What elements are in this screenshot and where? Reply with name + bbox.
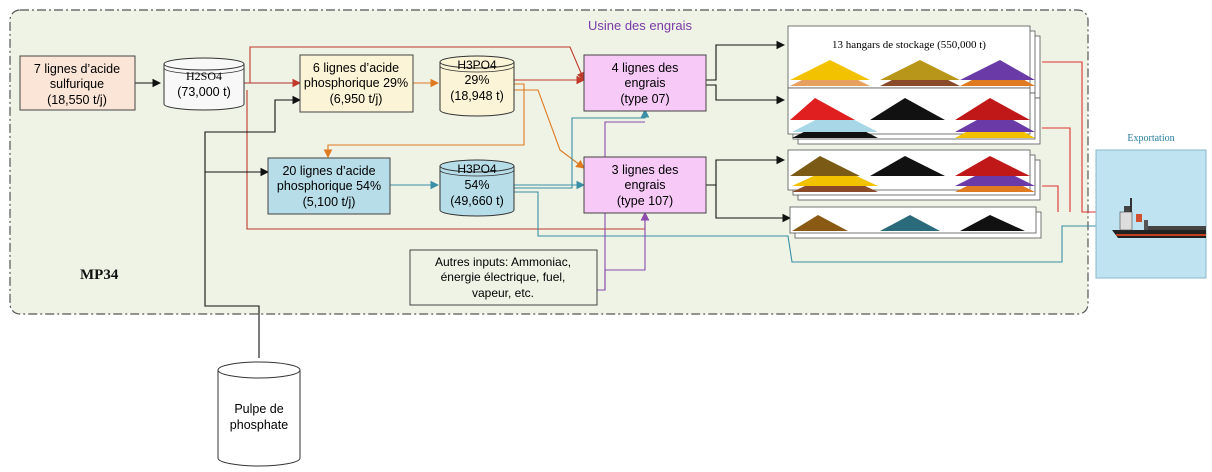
storage-group-3 bbox=[787, 149, 1041, 201]
sulfuric-line2: sulfurique bbox=[50, 77, 104, 91]
h3po4-29-name: H3PO4 bbox=[457, 58, 497, 72]
fert107-box: 3 lignes des engrais (type 107) bbox=[583, 156, 707, 214]
hangar-pile bbox=[790, 60, 870, 80]
h3po4-54-pct: 54% bbox=[464, 178, 489, 192]
fert107-line3: (type 107) bbox=[617, 194, 673, 208]
hangar-pile bbox=[880, 60, 960, 80]
sulfuric-box: 7 lignes d’acide sulfurique (18,550 t/j) bbox=[19, 55, 136, 111]
flow-tank29-to-phos54 bbox=[323, 83, 525, 159]
hangar-pile bbox=[790, 98, 855, 120]
storage-group-2 bbox=[787, 87, 1041, 145]
hangar-pile bbox=[870, 98, 945, 120]
h3po4-29-qty: (18,948 t) bbox=[450, 89, 504, 103]
phos29-line3: (6,950 t/j) bbox=[330, 92, 383, 106]
storage-group-4 bbox=[789, 206, 1042, 239]
phos29-line1: 6 lignes d’acide bbox=[313, 61, 399, 75]
plant-title: Usine des engrais bbox=[588, 18, 693, 33]
hangar-pile bbox=[955, 156, 1030, 176]
hangar-pile bbox=[792, 215, 848, 231]
fert107-line1: 3 lignes des bbox=[612, 163, 679, 177]
h2so4-tank: H2SO4 (73,000 t) bbox=[163, 57, 245, 111]
hangar-pile bbox=[960, 60, 1035, 80]
phos54-line1: 20 lignes d’acide bbox=[282, 164, 375, 178]
phos29-line2: phosphorique 29% bbox=[304, 76, 408, 90]
ship-icon bbox=[1112, 198, 1206, 238]
fert07-line3: (type 07) bbox=[620, 92, 669, 106]
pulp-line1: Pulpe de bbox=[234, 402, 283, 416]
h2so4-name: H2SO4 bbox=[186, 69, 222, 83]
flow-storage2-to-export bbox=[1042, 127, 1071, 212]
flow-fert107-to-storage3 bbox=[706, 155, 786, 186]
sulfuric-line1: 7 lignes d’acide bbox=[34, 62, 120, 76]
other-inputs-line2: énergie électrique, fuel, bbox=[441, 270, 566, 284]
storage-label: 13 hangars de stockage (550,000 t) bbox=[832, 39, 986, 51]
phos54-line3: (5,100 t/j) bbox=[303, 195, 356, 209]
flow-storage3-to-export bbox=[1042, 185, 1059, 212]
other-inputs-line3: vapeur, etc. bbox=[472, 286, 534, 300]
phos29-box: 6 lignes d’acide phosphorique 29% (6,950… bbox=[299, 54, 414, 113]
flow-fert07-to-storage1 bbox=[706, 40, 786, 81]
pulp-line2: phosphate bbox=[230, 418, 288, 432]
fert07-line2: engrais bbox=[625, 76, 666, 90]
h3po4-54-name: H3PO4 bbox=[457, 162, 497, 176]
fert107-line2: engrais bbox=[625, 178, 666, 192]
hangar-pile bbox=[790, 156, 860, 176]
hangar-pile bbox=[880, 215, 940, 231]
h3po4-54-tank: H3PO4 54% (49,660 t) bbox=[439, 159, 515, 217]
hangar-pile bbox=[955, 110, 1035, 132]
export-label: Exportation bbox=[1127, 133, 1174, 144]
phos54-line2: phosphorique 54% bbox=[277, 179, 381, 193]
other-inputs-box: Autres inputs: Ammoniac, énergie électri… bbox=[409, 249, 598, 306]
flow-h2so4-to-fert07 bbox=[249, 46, 586, 83]
storage-group-1: 13 hangars de stockage (550,000 t) bbox=[787, 25, 1041, 99]
flow-fert07-to-storage2 bbox=[706, 84, 786, 105]
site-label: MP34 bbox=[80, 267, 119, 283]
h3po4-29-pct: 29% bbox=[464, 73, 489, 87]
other-inputs-line1: Autres inputs: Ammoniac, bbox=[435, 255, 571, 269]
flow-lines bbox=[135, 40, 1114, 358]
flow-fert107-to-storage4 bbox=[715, 185, 792, 223]
h3po4-29-tank: H3PO4 29% (18,948 t) bbox=[439, 55, 515, 117]
pulp-tank: Pulpe de phosphate bbox=[217, 361, 301, 467]
h3po4-54-qty: (49,660 t) bbox=[450, 194, 504, 208]
phos54-box: 20 lignes d’acide phosphorique 54% (5,10… bbox=[267, 157, 391, 215]
hangar-pile bbox=[792, 110, 878, 132]
hangar-pile bbox=[870, 156, 945, 176]
hangar-pile bbox=[955, 98, 1030, 120]
flow-pulp-to-acids bbox=[204, 95, 302, 358]
fert07-line1: 4 lignes des bbox=[612, 61, 679, 75]
h2so4-qty: (73,000 t) bbox=[177, 85, 231, 99]
sulfuric-line3: (18,550 t/j) bbox=[47, 93, 107, 107]
flow-tank54-to-export bbox=[514, 191, 1114, 263]
fert07-box: 4 lignes des engrais (type 07) bbox=[583, 54, 707, 112]
flow-tank54-to-fert07 bbox=[514, 108, 650, 189]
export-box: Exportation bbox=[1095, 133, 1207, 279]
hangar-pile bbox=[960, 215, 1025, 231]
